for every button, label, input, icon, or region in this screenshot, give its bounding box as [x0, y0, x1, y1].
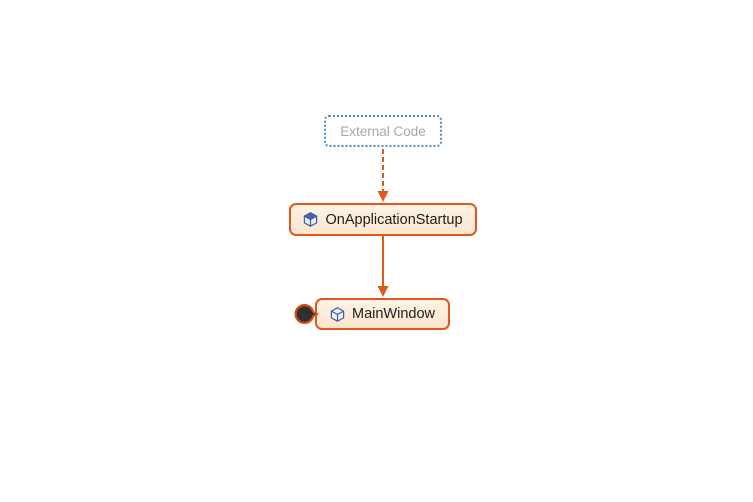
entry-point-icon[interactable]	[294, 303, 320, 325]
node-label: OnApplicationStartup	[325, 211, 463, 228]
method-cube-icon	[303, 212, 319, 227]
node-label: External Code	[340, 123, 426, 139]
edge-onapplicationstartup-to-mainwindow[interactable]	[377, 236, 389, 297]
edge-external-to-onapplicationstartup[interactable]	[377, 149, 389, 202]
node-onapplicationstartup[interactable]: OnApplicationStartup	[289, 203, 477, 236]
node-external-code[interactable]: External Code	[324, 115, 442, 147]
class-cube-icon	[330, 306, 345, 322]
node-mainwindow[interactable]: MainWindow	[315, 298, 450, 330]
node-label: MainWindow	[352, 306, 435, 322]
